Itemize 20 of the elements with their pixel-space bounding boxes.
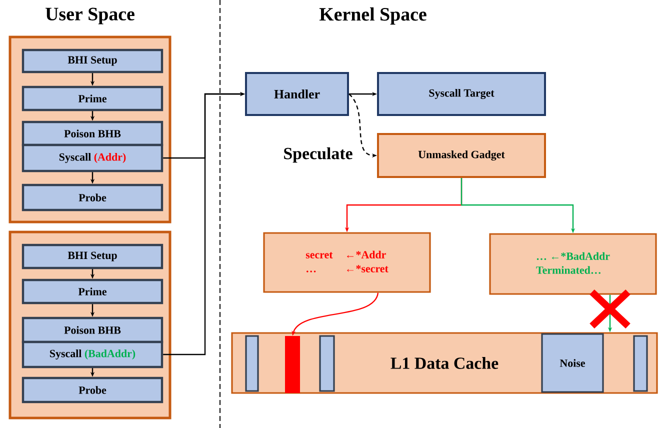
- noise-block: Noise: [541, 333, 604, 393]
- step-box: Prime: [22, 278, 164, 304]
- step-box: Poison BHB: [22, 316, 164, 344]
- step-box: BHI Setup: [22, 48, 164, 74]
- code-box: secret ←*Addr … ←*secret: [263, 232, 431, 293]
- step-box: Syscall (BadAddr): [22, 340, 164, 368]
- step-box: Probe: [22, 376, 164, 404]
- heading: Kernel Space: [319, 7, 426, 25]
- step-box: Syscall (Addr): [22, 144, 164, 172]
- step-box: Poison BHB: [22, 120, 164, 146]
- step-box: BHI Setup: [22, 244, 164, 270]
- gadget-box: Unmasked Gadget: [377, 133, 546, 178]
- process-box: Syscall Target: [377, 72, 546, 116]
- edge-label: Speculate: [284, 147, 352, 163]
- step-box: Probe: [22, 184, 164, 212]
- process-box: Handler: [245, 72, 349, 116]
- cache-line-block: [285, 336, 300, 393]
- code-box: … ←*BadAddr Terminated…: [489, 233, 657, 295]
- heading: User Space: [46, 8, 134, 24]
- step-box: Prime: [22, 86, 164, 112]
